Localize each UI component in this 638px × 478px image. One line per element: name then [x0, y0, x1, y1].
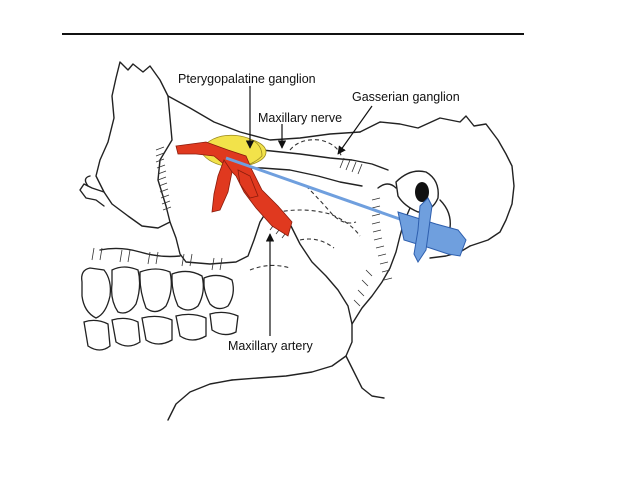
tooth	[141, 315, 173, 345]
tooth	[203, 274, 234, 310]
label-maxillary-nerve: Maxillary nerve	[258, 111, 342, 125]
tooth	[110, 266, 141, 314]
tooth	[111, 317, 141, 347]
teeth-row	[81, 247, 239, 351]
tooth	[171, 270, 204, 311]
tooth	[175, 313, 207, 341]
tooth	[139, 268, 172, 313]
maxillary-artery-shape	[175, 141, 293, 237]
leader-lines	[245, 86, 373, 336]
injection-needle	[225, 156, 467, 263]
label-gasserian-ganglion: Gasserian ganglion	[352, 90, 460, 104]
bone-hatching	[155, 146, 393, 307]
tooth	[83, 319, 111, 351]
label-maxillary-artery: Maxillary artery	[228, 339, 313, 353]
tooth	[209, 311, 239, 336]
label-pterygopalatine-ganglion: Pterygopalatine ganglion	[178, 72, 316, 86]
tooth	[81, 267, 112, 319]
